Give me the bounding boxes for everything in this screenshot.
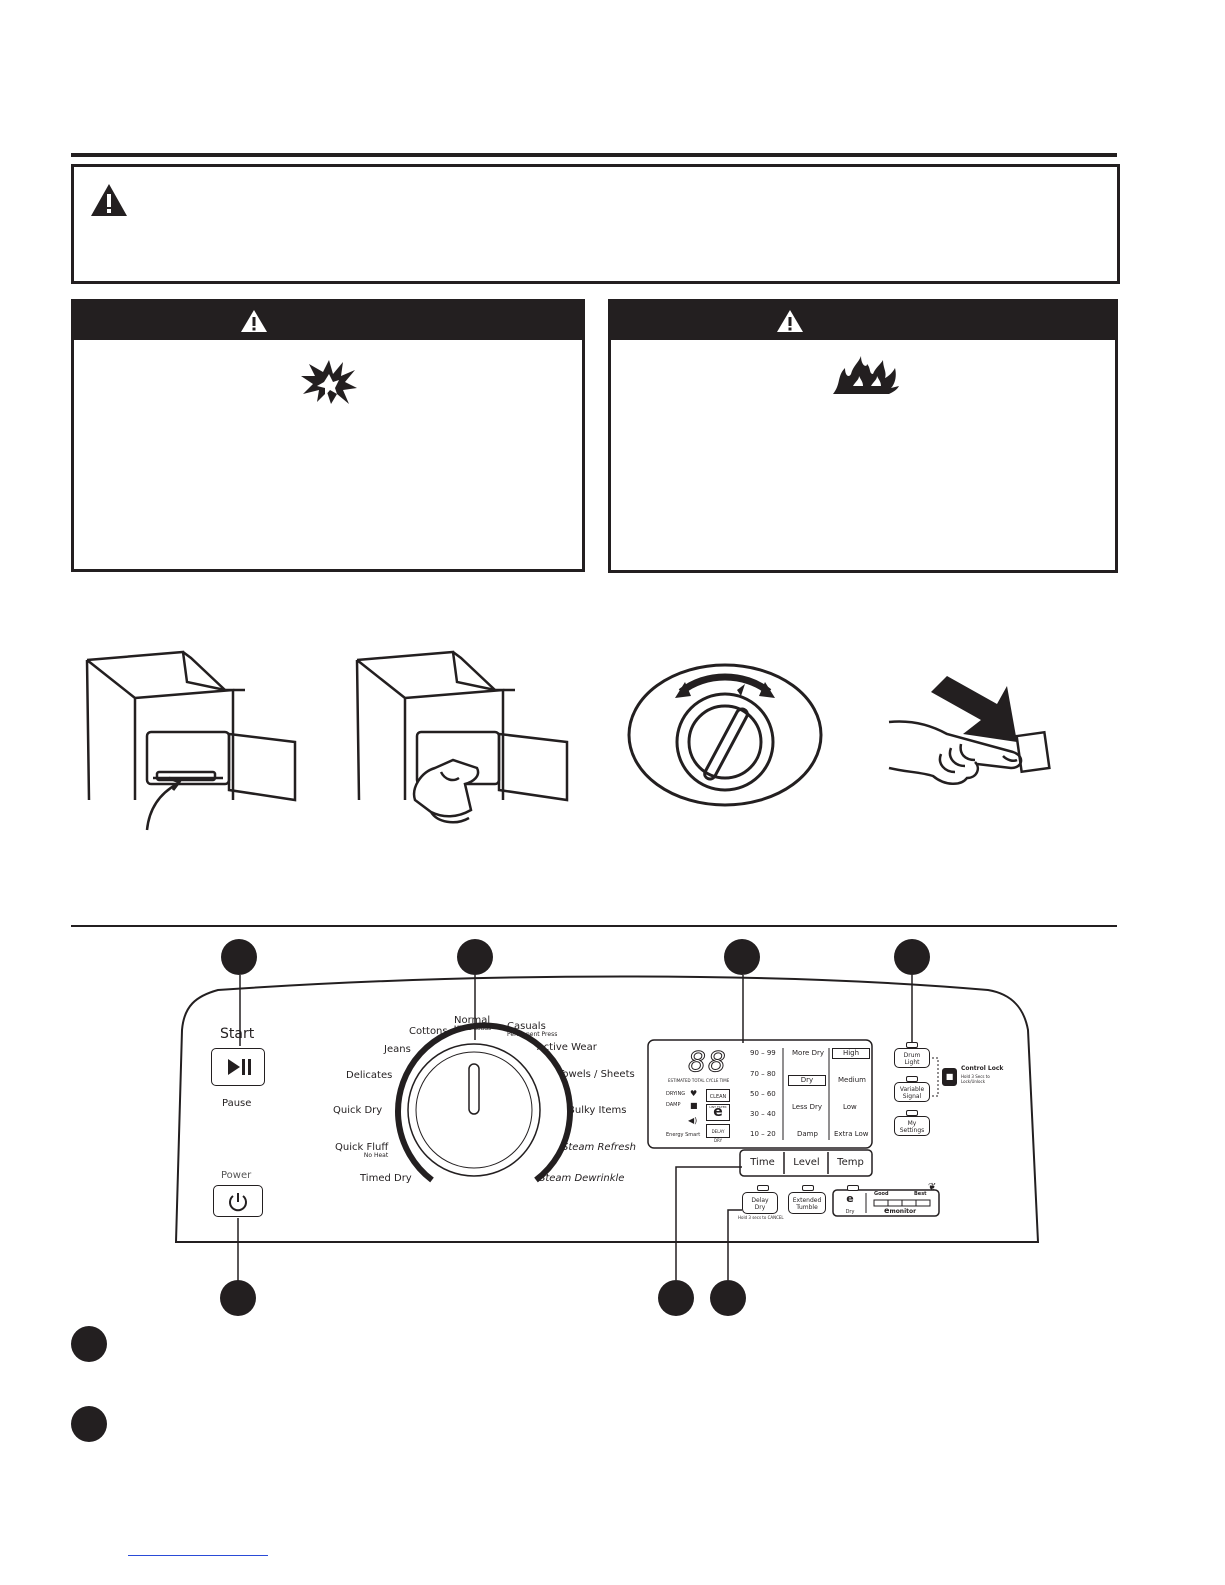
legend-dot-1 [71, 1326, 107, 1362]
warning-icon [777, 310, 803, 332]
warning-header-bar [611, 302, 1115, 340]
edry-led [847, 1185, 859, 1191]
level-option: Less Dry [792, 1103, 823, 1111]
lock-icon: ■ [690, 1101, 698, 1110]
delay-dry-button[interactable]: Delay Dry [742, 1192, 778, 1214]
callout-7 [710, 1280, 746, 1316]
callout-3 [724, 939, 760, 975]
time-option: 70 – 80 [750, 1070, 776, 1078]
dryer-loading-illustration [355, 650, 569, 824]
callout-4 [894, 939, 930, 975]
finger-pressing-button-illustration [888, 676, 1051, 785]
callout-1 [221, 939, 257, 975]
callout-5 [220, 1280, 256, 1316]
display-digits: 88 [688, 1045, 728, 1078]
warning-icon [241, 310, 267, 332]
sound-icon: ◀) [688, 1116, 698, 1125]
variable-signal-led [906, 1076, 918, 1082]
estimated-time-label: ESTIMATED TOTAL CYCLE TIME [668, 1078, 730, 1083]
heart-icon: ♥ [690, 1089, 698, 1098]
cycle-knob-illustration [627, 663, 823, 807]
cycle-quick-dry[interactable]: Quick Dry [333, 1105, 383, 1116]
level-option: Damp [797, 1130, 818, 1138]
e-indicator: e [706, 1104, 730, 1121]
pause-label: Pause [222, 1098, 252, 1109]
power-icon [229, 1193, 247, 1212]
temp-button[interactable]: Temp [837, 1157, 864, 1168]
cycle-bulky-items[interactable]: Bulky Items [568, 1105, 627, 1116]
cycle-steam-dewrinkle[interactable]: Steam Dewrinkle [539, 1173, 625, 1184]
drum-light-led [906, 1042, 918, 1048]
power-label: Power [221, 1170, 252, 1181]
callout-6 [658, 1280, 694, 1316]
emonitor-label: emonitor [884, 1206, 917, 1215]
section-rule [71, 925, 1117, 927]
level-button[interactable]: Level [793, 1157, 820, 1168]
extended-tumble-button[interactable]: Extended Tumble [788, 1192, 826, 1214]
footer-link-underline[interactable] [128, 1555, 268, 1556]
top-rule [71, 153, 1117, 157]
time-option: 50 – 60 [750, 1090, 776, 1098]
edry-label: Dry [845, 1209, 855, 1215]
cycle-towels-sheets[interactable]: Towels / Sheets [558, 1069, 635, 1080]
cycle-active-wear[interactable]: Active Wear [537, 1042, 597, 1053]
drum-light-button[interactable]: Drum Light [894, 1048, 930, 1068]
warning-box [71, 164, 1120, 284]
level-option: More Dry [792, 1049, 824, 1057]
temp-option: Medium [838, 1076, 866, 1084]
fire-icon [833, 356, 899, 394]
time-option: 90 – 99 [750, 1049, 776, 1057]
cycle-delicates[interactable]: Delicates [346, 1070, 393, 1081]
explosion-icon [301, 360, 357, 404]
start-pause-button[interactable] [211, 1048, 265, 1086]
my-settings-led [906, 1110, 918, 1116]
emonitor-best: Best [914, 1191, 927, 1197]
callout-2 [457, 939, 493, 975]
control-lock-label: Control Lock [961, 1065, 1004, 1072]
fire-warning-box [608, 299, 1118, 573]
power-button[interactable] [213, 1185, 263, 1217]
extended-tumble-led [802, 1185, 814, 1191]
warning-icon [91, 184, 127, 216]
cycle-steam-refresh[interactable]: Steam Refresh [562, 1142, 636, 1153]
delay-dry-led [757, 1185, 769, 1191]
control-lock-icon: ■ [942, 1068, 957, 1086]
temp-option: Low [843, 1103, 857, 1111]
cycle-jeans[interactable]: Jeans [384, 1044, 411, 1055]
energy-smart-label: Energy Smart [666, 1132, 701, 1138]
time-option: 30 – 40 [750, 1110, 776, 1118]
time-option: 10 – 20 [750, 1130, 776, 1138]
temp-option: Extra Low [834, 1130, 869, 1138]
level-option-selected: Dry [788, 1075, 826, 1086]
temp-option-selected: High [832, 1048, 870, 1059]
legend-dot-2 [71, 1406, 107, 1442]
edry-e-glyph: e [846, 1192, 854, 1205]
start-label: Start [220, 1026, 255, 1042]
control-lock-hint: Hold 3 Secs to Lock/Unlock [961, 1074, 990, 1084]
dryer-lint-filter-illustration [85, 650, 297, 831]
delay-dry-hint: Hold 3 secs to CANCEL [738, 1215, 784, 1220]
damp-indicator: DAMP [666, 1102, 681, 1108]
emonitor-good: Good [874, 1191, 889, 1197]
time-button[interactable]: Time [750, 1157, 775, 1168]
cycle-timed-dry[interactable]: Timed Dry [360, 1173, 412, 1184]
explosion-warning-box [71, 299, 585, 572]
warning-header-bar [74, 302, 582, 340]
variable-signal-button[interactable]: Variable Signal [894, 1082, 930, 1102]
leaf-icon: ❦ [928, 1182, 937, 1193]
my-settings-button[interactable]: My Settings [894, 1116, 930, 1136]
edry-button[interactable]: e Dry [836, 1192, 864, 1215]
drying-indicator: DRYING [666, 1091, 686, 1097]
cycle-cottons[interactable]: Cottons [409, 1026, 448, 1037]
play-pause-icon [228, 1059, 251, 1075]
